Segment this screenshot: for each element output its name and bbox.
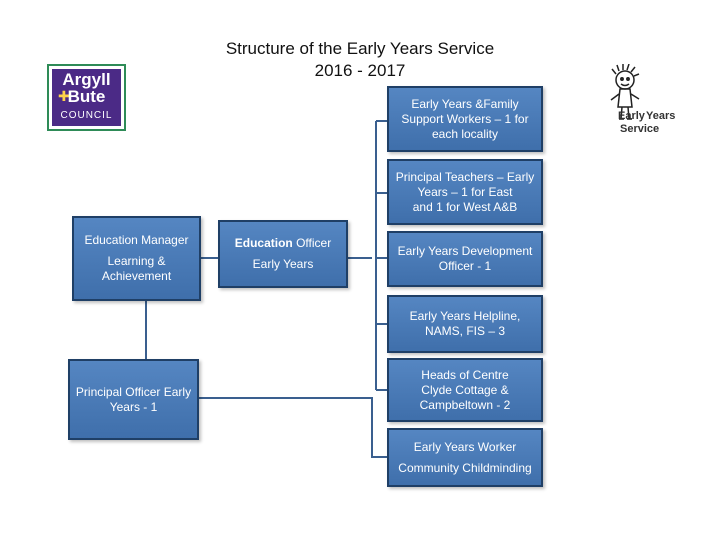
principal-teachers-line1: Principal Teachers – Early <box>395 169 535 184</box>
box-development-officer: Early Years Development Officer - 1 <box>387 231 543 287</box>
family-support-line2: Support Workers – 1 for <box>401 111 529 126</box>
heads-of-centre-line2: Clyde Cottage & <box>421 382 509 397</box>
heads-of-centre-line3: Campbeltown - 2 <box>419 397 511 412</box>
childminding-line2: Community Childminding <box>398 460 532 475</box>
logo-text-bute: Bute <box>67 87 106 106</box>
development-officer-line2: Officer - 1 <box>438 259 492 273</box>
argyll-bute-council-logo: Argyll ✚ Bute COUNCIL <box>47 64 126 131</box>
education-manager-title: Education Manager <box>84 233 189 247</box>
box-helpline: Early Years Helpline, NAMS, FIS – 3 <box>387 295 543 353</box>
helpline-line1: Early Years Helpline, <box>409 309 521 323</box>
logo-word-early: Early <box>618 110 645 122</box>
family-support-line1: Early Years &Family <box>411 96 519 111</box>
education-officer-title-rest: Officer <box>292 236 332 250</box>
principal-teachers-line3: and 1 for West A&B <box>412 199 518 214</box>
logo-text-argyll: Argyll <box>62 70 111 89</box>
logo-word-years: Years <box>646 110 676 122</box>
education-manager-line2: Learning & <box>107 254 166 268</box>
education-officer-title-bold: Education <box>234 236 293 250</box>
heads-of-centre-line1: Heads of Centre <box>421 367 509 382</box>
principal-officer-line2: Years - 1 <box>109 399 158 414</box>
education-manager-line3: Achievement <box>101 269 172 283</box>
title-line-2: 2016 - 2017 <box>314 61 406 80</box>
development-officer-line1: Early Years Development <box>397 244 533 258</box>
education-officer-line2: Early Years <box>252 257 314 271</box>
family-support-line3: each locality <box>431 126 499 141</box>
box-education-manager: Education Manager Learning & Achievement <box>72 216 201 301</box>
helpline-line2: NAMS, FIS – 3 <box>424 324 506 338</box>
childminding-line1: Early Years Worker <box>413 439 517 454</box>
box-heads-of-centre: Heads of Centre Clyde Cottage & Campbelt… <box>387 358 543 422</box>
education-officer-title: Education Officer <box>235 236 331 251</box>
box-education-officer: Education Officer Early Years <box>218 220 348 288</box>
box-principal-officer: Principal Officer Early Years - 1 <box>68 359 199 440</box>
logo-text-council: COUNCIL <box>60 110 113 121</box>
page-title: Structure of the Early Years Service 201… <box>180 38 540 82</box>
box-principal-teachers: Principal Teachers – Early Years – 1 for… <box>387 159 543 225</box>
early-years-service-logo: Early Years Service <box>592 64 684 140</box>
box-family-support-workers: Early Years &Family Support Workers – 1 … <box>387 86 543 152</box>
title-line-1: Structure of the Early Years Service <box>225 39 495 58</box>
box-childminding: Early Years Worker Community Childmindin… <box>387 428 543 487</box>
child-drawing-icon <box>610 64 640 120</box>
logo-word-service: Service <box>620 123 660 135</box>
celtic-cross-icon: ✚ <box>58 88 70 104</box>
principal-officer-line1: Principal Officer Early <box>75 384 192 399</box>
principal-teachers-line2: Years – 1 for East <box>417 184 513 199</box>
